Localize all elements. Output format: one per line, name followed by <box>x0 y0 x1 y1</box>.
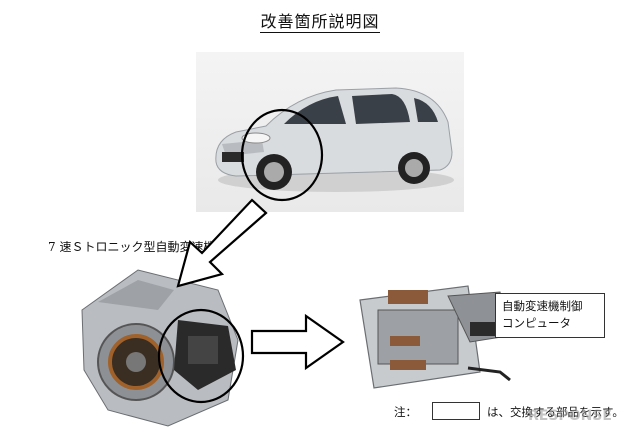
car-highlight-circle <box>240 108 324 202</box>
car-photo <box>196 52 464 212</box>
note-text: は、交換する部品を示す。 <box>487 405 624 419</box>
car-photo-icon <box>215 87 454 192</box>
control-computer-photo-icon <box>359 285 514 389</box>
computer-photo <box>350 276 520 394</box>
transmission-highlight-circle <box>157 308 245 404</box>
note-label: 注： <box>394 405 417 419</box>
computer-callout: 自動変速機制御 コンピュータ <box>495 293 605 338</box>
arrow-right-icon <box>250 313 345 371</box>
page-title: 改善箇所説明図 <box>260 12 380 33</box>
transmission-label: 7 速Ｓトロニック型自動変速機 <box>48 240 216 254</box>
computer-callout-line2: コンピュータ <box>502 316 571 330</box>
arrow-down-left-icon <box>176 198 268 288</box>
watermark: RESPONSE <box>528 408 612 424</box>
computer-callout-line1: 自動変速機制御 <box>502 299 583 313</box>
note-legend-box <box>432 402 480 420</box>
